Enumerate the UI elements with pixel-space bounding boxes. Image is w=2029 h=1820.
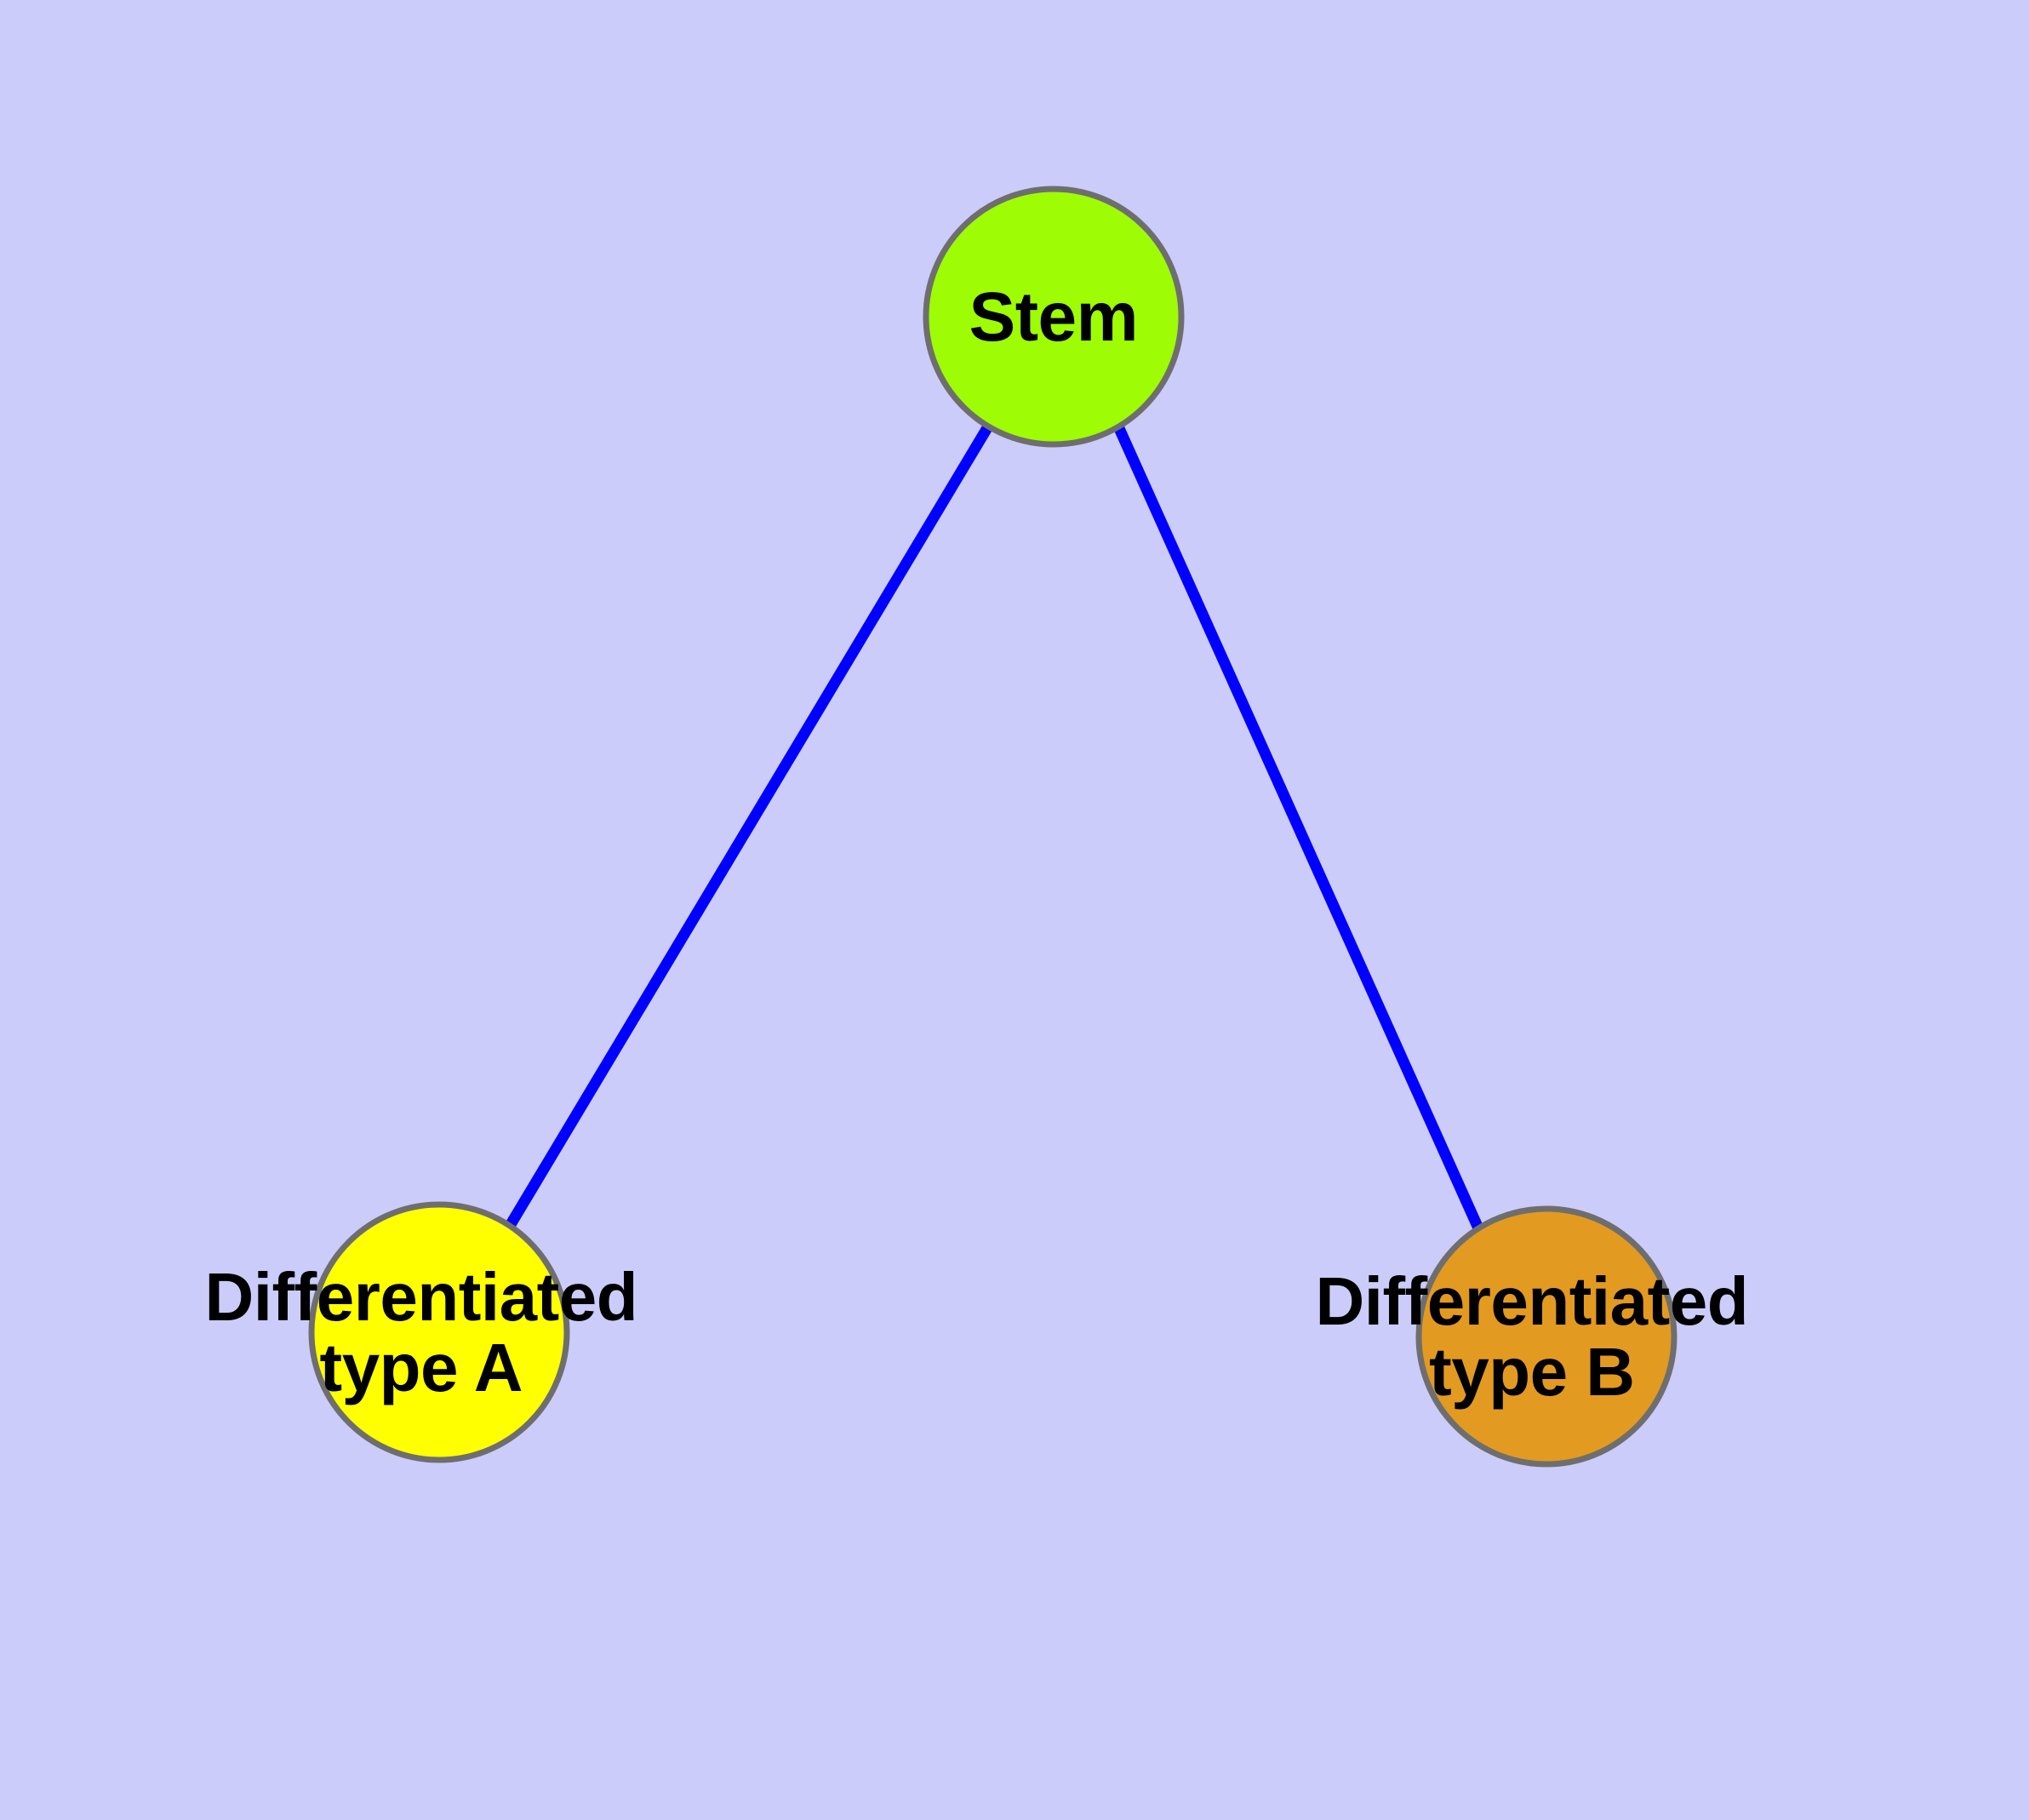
edge-stem-to-diff-a xyxy=(505,423,993,1229)
edge-layer xyxy=(505,423,1484,1233)
node-layer xyxy=(308,186,1677,1468)
node-diff_b[interactable] xyxy=(1415,1205,1677,1468)
edge-stem-to-diff-b xyxy=(1113,424,1484,1233)
node-stem[interactable] xyxy=(923,186,1185,448)
node-diff_a[interactable] xyxy=(308,1201,570,1463)
